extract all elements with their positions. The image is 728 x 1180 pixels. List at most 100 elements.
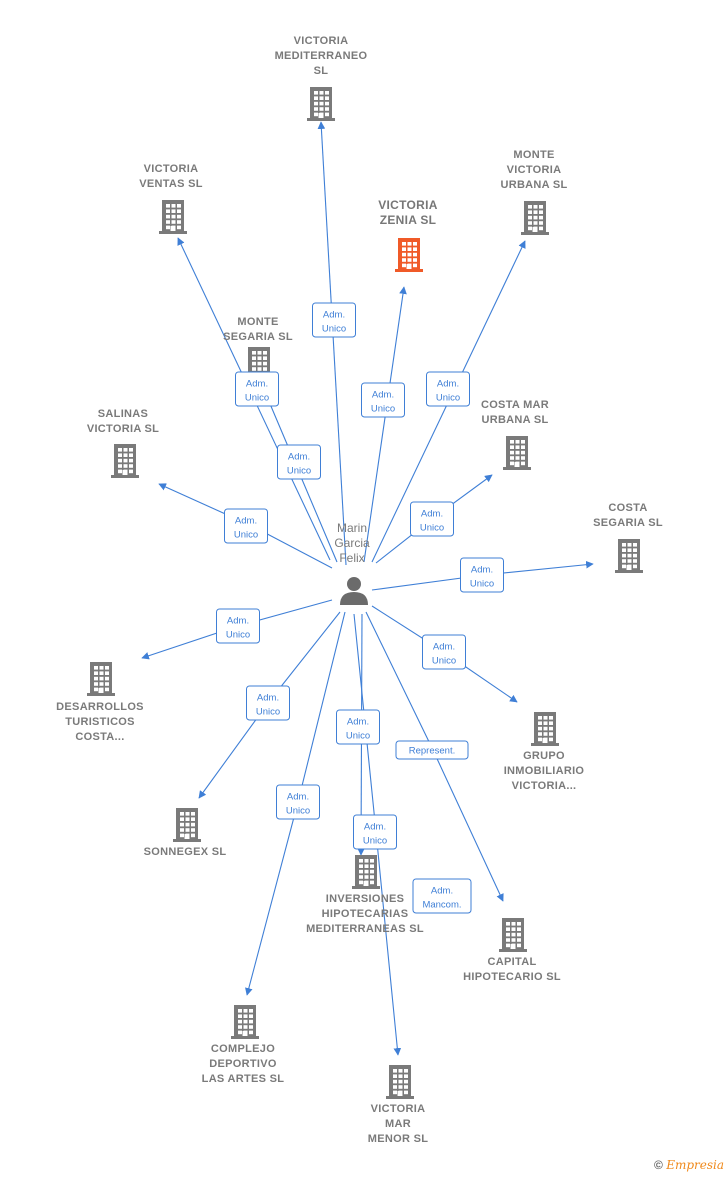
edge-label-text: Adm.Unico — [436, 379, 460, 404]
edge-label-n8[interactable]: Adm.Unico — [460, 557, 504, 593]
edge-label-n10[interactable]: Adm.Unico — [422, 634, 466, 670]
edge-label-box — [361, 382, 405, 418]
building-icon — [159, 200, 187, 234]
company-name-line: VICTORIA... — [512, 780, 577, 792]
building-icon — [615, 539, 643, 573]
edge-label-line: Unico — [245, 393, 269, 404]
edge-label-text: Adm.Unico — [234, 516, 258, 541]
edge-label-text: Adm.Unico — [470, 565, 494, 590]
edge-label-line: Adm. — [287, 792, 309, 803]
edge-label-line: Adm. — [257, 693, 279, 704]
company-name-line: GRUPO — [523, 750, 565, 762]
edge-label-box — [422, 634, 466, 670]
building-icon — [395, 238, 423, 272]
edge-label-box — [216, 608, 260, 644]
company-name-line: VICTORIA — [371, 1103, 426, 1115]
building-icon — [499, 918, 527, 952]
company-name: SONNEGEX SL — [144, 846, 227, 858]
company-name-line: MENOR SL — [368, 1133, 428, 1145]
company-name-line: SALINAS — [98, 408, 148, 420]
company-name-line: VICTORIA SL — [87, 423, 159, 435]
edge-label-text: Adm.Unico — [371, 390, 395, 415]
edge-label-line: Unico — [234, 530, 258, 541]
edge-label-n13[interactable]: Adm.Mancom. — [412, 878, 472, 914]
copyright-symbol: © — [654, 1158, 663, 1172]
edge-label-n11[interactable]: Adm.Unico — [246, 685, 290, 721]
edge-label-line: Adm. — [421, 509, 443, 520]
edge-label-n13[interactable]: Represent. — [395, 740, 469, 760]
edge-label-box — [336, 709, 380, 745]
company-name-line: COSTA — [608, 502, 647, 514]
edge-label-box — [353, 814, 397, 850]
building-icon — [386, 1065, 414, 1099]
person-name-line: Marin — [337, 521, 367, 535]
company-name-line: TURISTICOS — [65, 716, 135, 728]
edge-label-line: Unico — [286, 806, 310, 817]
company-name-line: ZENIA SL — [380, 213, 437, 227]
company-node-n6[interactable]: SALINAS VICTORIA SL — [87, 408, 159, 478]
company-name-line: INVERSIONES — [326, 893, 405, 905]
edge-label-n5[interactable]: Adm. Unico — [277, 444, 321, 480]
edge-label-n2[interactable]: Adm.Unico — [235, 371, 279, 407]
edge-label-line: Mancom. — [422, 900, 461, 911]
company-name-line: MONTE — [513, 149, 554, 161]
edge-label-n3[interactable]: Adm.Unico — [361, 382, 405, 418]
edge-label-n6[interactable]: Adm.Unico — [224, 508, 268, 544]
edge-label-line: Unico — [371, 404, 395, 415]
edge-label-n14[interactable]: Adm. Unico — [276, 784, 320, 820]
edge-label-box — [235, 371, 279, 407]
edge-label-line: Unico — [363, 836, 387, 847]
edge-label-line: Adm. — [288, 452, 310, 463]
edge-label-n4[interactable]: Adm.Unico — [426, 371, 470, 407]
edge-label-n15[interactable]: Adm.Unico — [353, 814, 397, 850]
company-node-n9[interactable]: DESARROLLOS TURISTICOS COSTA... — [56, 662, 144, 743]
edge-label-line: Adm. — [433, 642, 455, 653]
building-icon — [352, 855, 380, 889]
edge-label-line: Adm. — [323, 310, 345, 321]
building-icon — [173, 808, 201, 842]
company-name-line: SEGARIA SL — [223, 331, 293, 343]
edge-label-line: Unico — [287, 466, 311, 477]
edge-label-text: Adm.Unico — [256, 693, 280, 718]
person-name-line: Felix — [339, 551, 364, 565]
company-name-line: COMPLEJO — [211, 1043, 275, 1055]
edge-label-n9[interactable]: Adm.Unico — [216, 608, 260, 644]
company-name-line: SL — [314, 65, 329, 77]
edge-label-box — [426, 371, 470, 407]
edge-label-box — [410, 501, 454, 537]
company-name-line: VICTORIA — [294, 35, 349, 47]
person-icon — [340, 577, 368, 605]
company-name: SALINAS VICTORIA SL — [87, 408, 159, 435]
company-name-line: COSTA... — [75, 731, 124, 743]
edge-label-text: Adm.Unico — [420, 509, 444, 534]
company-name-line: DESARROLLOS — [56, 701, 144, 713]
edge-label-n7[interactable]: Adm.Unico — [410, 501, 454, 537]
company-node-n11[interactable]: SONNEGEX SL — [144, 808, 227, 858]
edge-label-n12[interactable]: Adm.Unico — [336, 709, 380, 745]
edge-label-n1[interactable]: Adm.Unico — [312, 302, 356, 338]
company-name-line: HIPOTECARIAS — [322, 908, 409, 920]
company-name-line: LAS ARTES SL — [202, 1073, 285, 1085]
